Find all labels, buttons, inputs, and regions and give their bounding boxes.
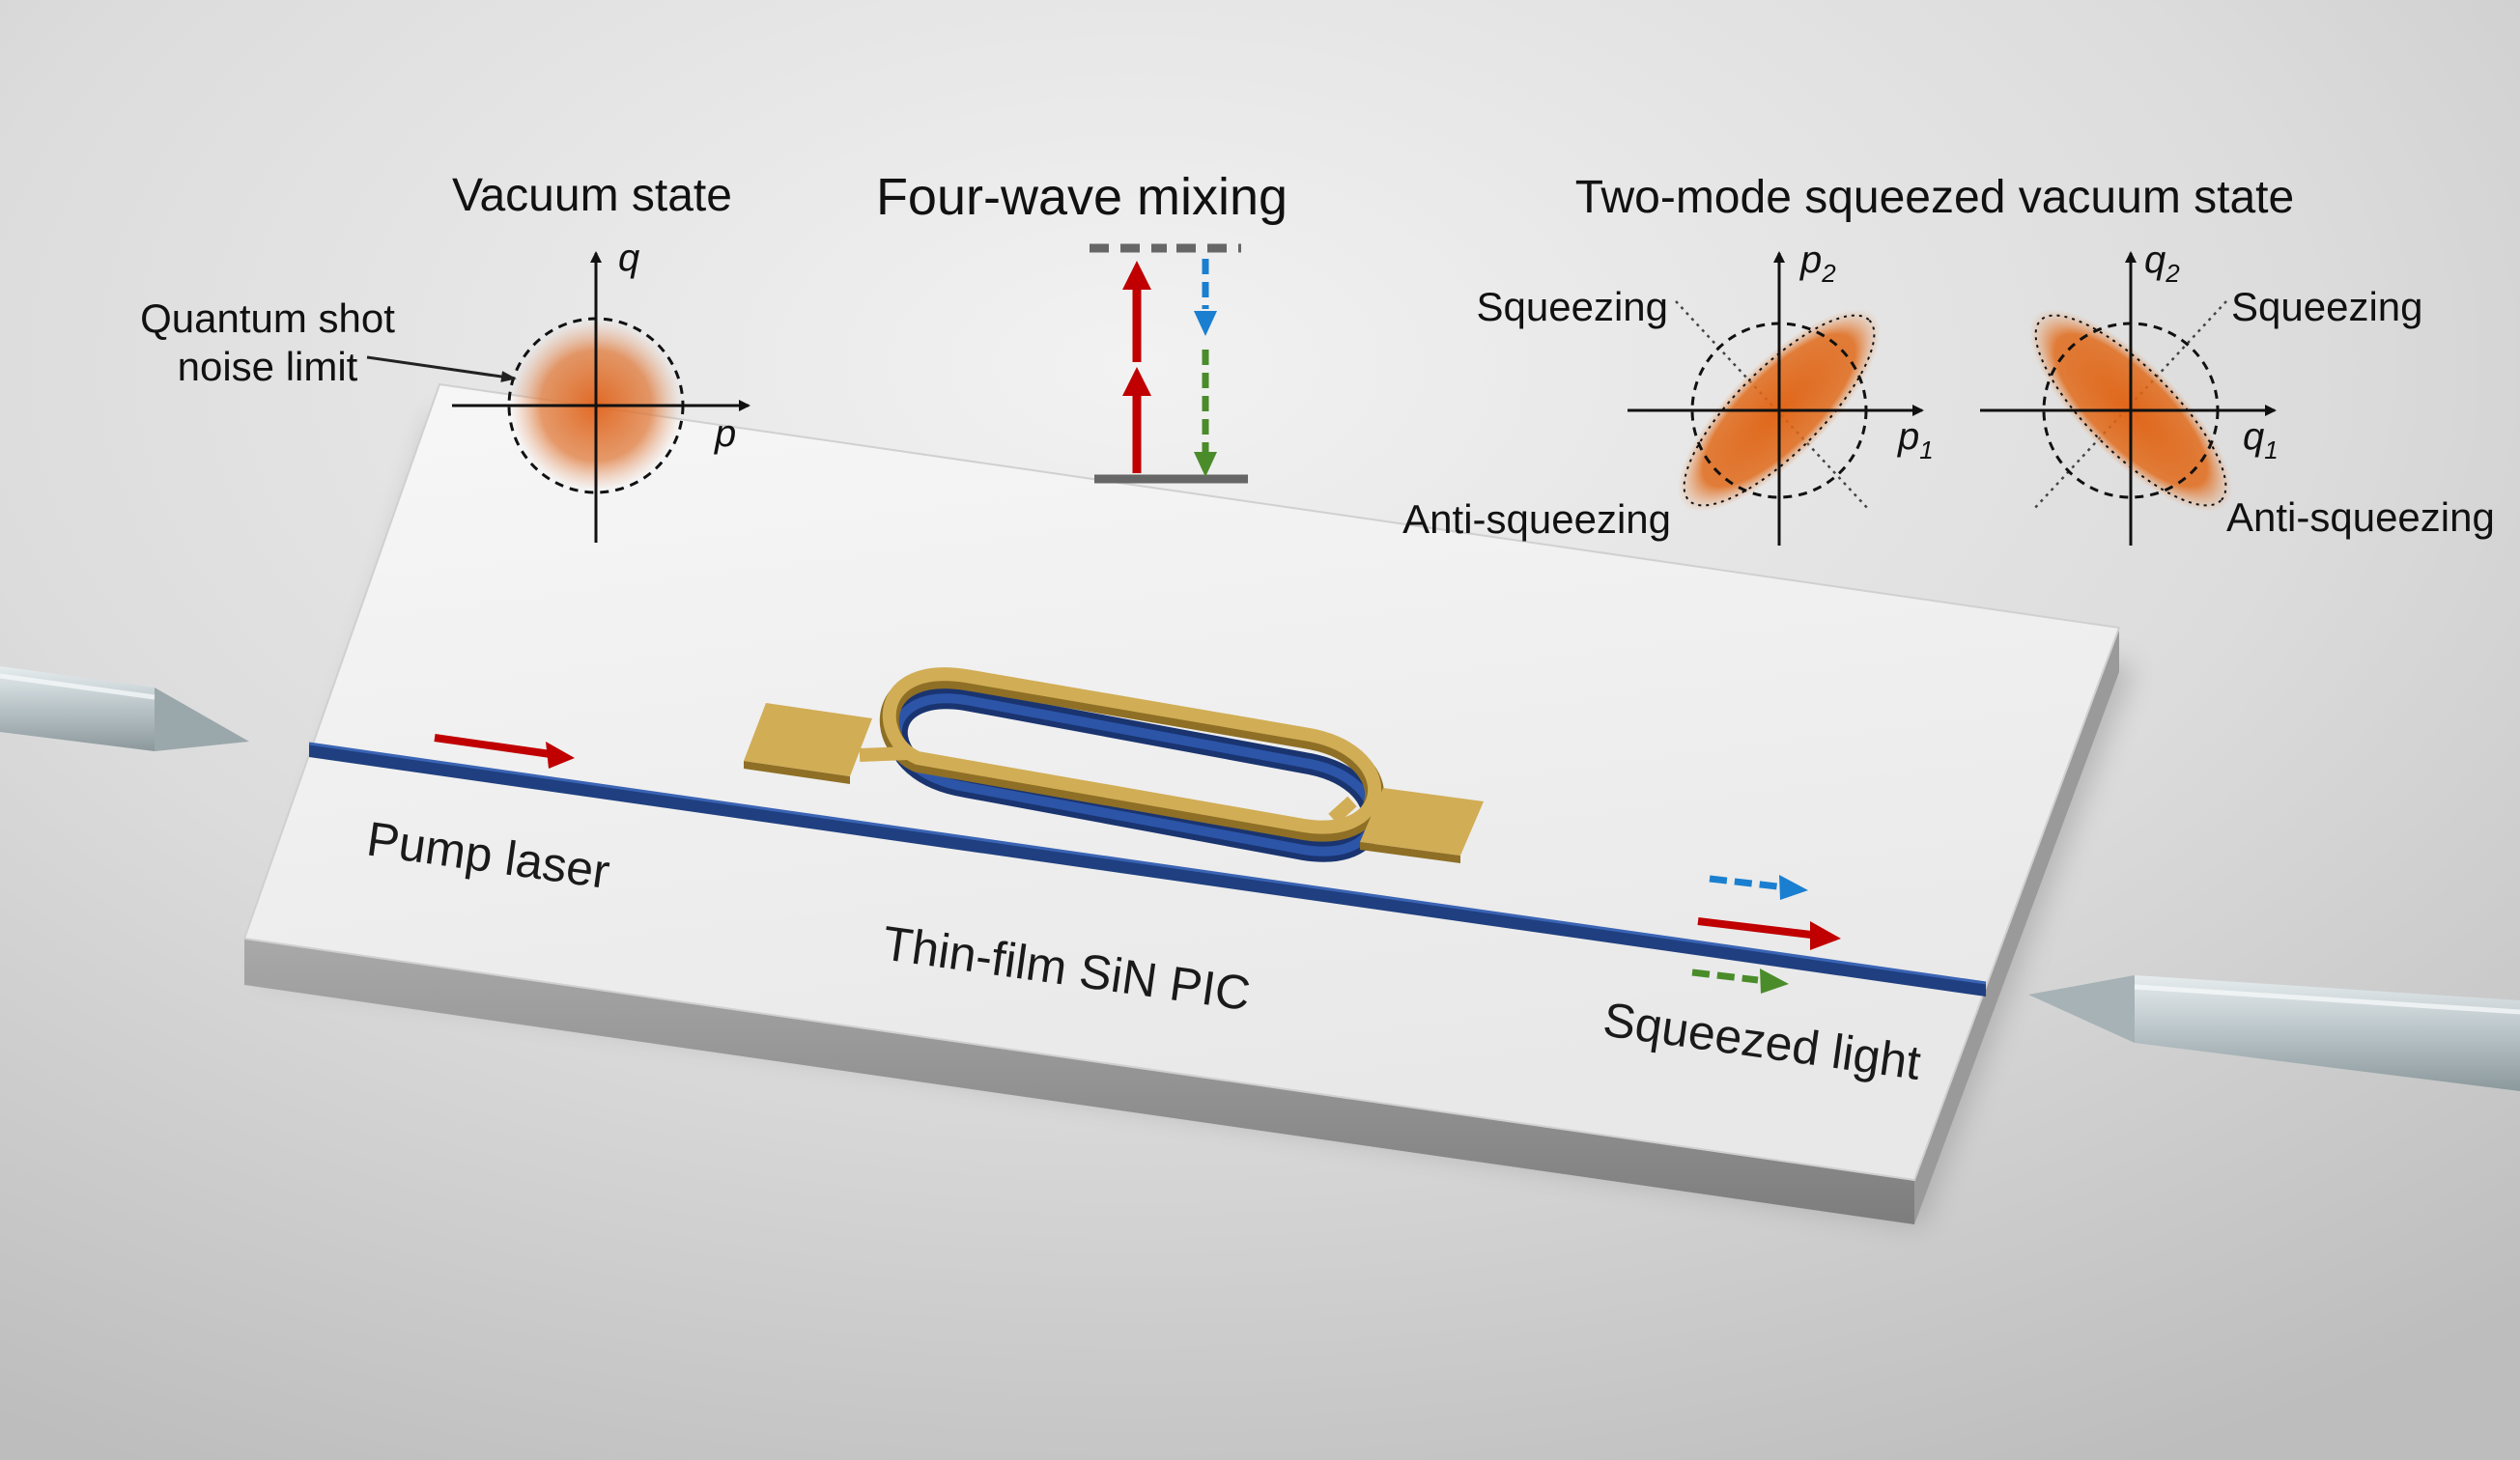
fwm-title: Four-wave mixing [876, 168, 1288, 226]
idler-output-arrow [1691, 969, 1789, 994]
chip-front-face [244, 939, 1914, 1224]
svg-text:p1: p1 [1897, 415, 1934, 464]
svg-text:q1: q1 [2243, 415, 2279, 464]
shot-noise-label-line2: noise limit [178, 344, 358, 389]
signal-photon [1194, 311, 1217, 336]
shot-noise-pointer [366, 355, 517, 382]
svg-text:p2: p2 [1799, 239, 1836, 288]
input-fiber [0, 666, 249, 751]
idler-photon [1194, 452, 1217, 477]
output-fiber [2028, 975, 2520, 1091]
squeezing-label-left: Squeezing [1477, 284, 1669, 329]
pump-output-arrow [1697, 917, 1841, 950]
pump-photon-1 [1122, 367, 1151, 396]
squeezing-label-right: Squeezing [2231, 284, 2423, 329]
tmsv-p-phase-space: p2 p1 [1628, 239, 1934, 546]
p2-axis-label: p [1799, 239, 1822, 281]
vacuum-title: Vacuum state [452, 170, 732, 221]
q1-axis-label: q [2243, 415, 2264, 458]
heater-pad-left [744, 703, 872, 784]
tmsv-q-phase-space: q2 q1 [1980, 239, 2279, 546]
vacuum-p-label: p [714, 412, 736, 455]
fwm-energy-diagram [1090, 243, 1248, 484]
anti-squeezing-label-left: Anti-squeezing [1402, 496, 1671, 542]
pump-photon-2 [1122, 261, 1151, 290]
vacuum-q-label: q [618, 237, 639, 279]
chip-right-face [1914, 628, 2119, 1224]
q2-axis-label: q [2144, 239, 2166, 281]
chip-top-surface [242, 382, 2121, 1182]
tmsv-title: Two-mode squeezed vacuum state [1575, 172, 2294, 223]
p1-axis-label: p [1897, 415, 1919, 458]
shot-noise-label-line1: Quantum shot [140, 295, 395, 341]
vacuum-phase-space: q p [452, 237, 750, 543]
heater-pad-right [1360, 788, 1484, 863]
bus-waveguide [309, 744, 1986, 997]
signal-output-arrow [1709, 875, 1808, 900]
microring-resonator [886, 688, 1384, 862]
anti-squeezing-label-right: Anti-squeezing [2226, 494, 2495, 540]
svg-text:q2: q2 [2144, 239, 2180, 288]
heater [859, 667, 1385, 842]
pump-arrow [434, 734, 575, 769]
